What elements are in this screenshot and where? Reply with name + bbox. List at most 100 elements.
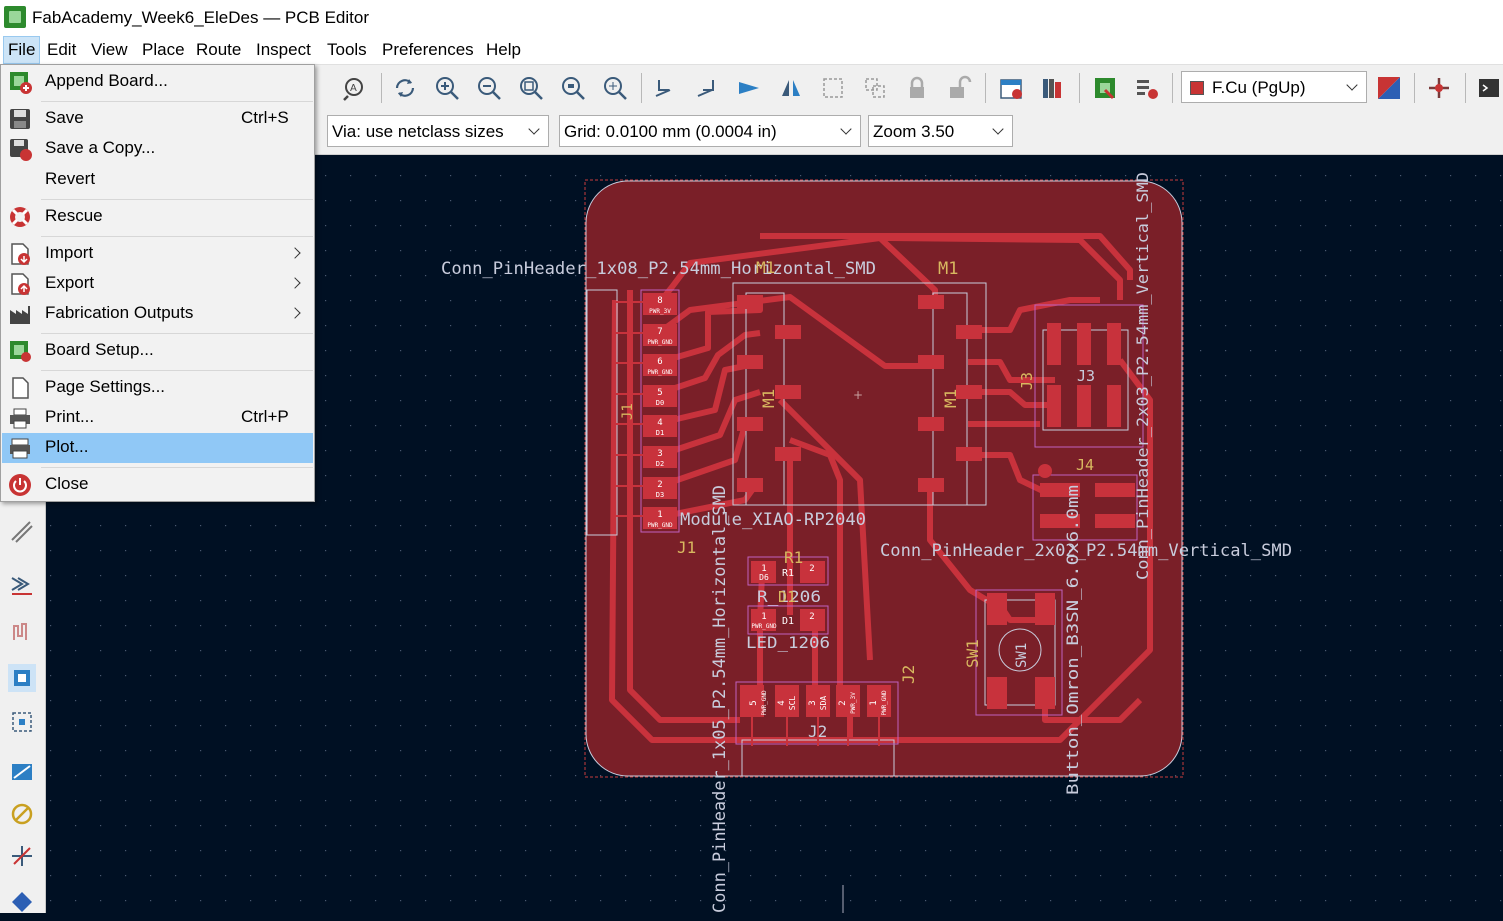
menu-item-print[interactable]: Print... Ctrl+P bbox=[2, 403, 313, 433]
menu-item-label: Fabrication Outputs bbox=[45, 303, 194, 322]
layer-pair-icon[interactable] bbox=[1375, 74, 1403, 102]
menu-item-label: Import bbox=[45, 243, 94, 262]
j2-pin-num: 5 bbox=[749, 700, 759, 705]
j1-pin-net: D0 bbox=[656, 399, 664, 407]
menu-item-save[interactable]: Save Ctrl+S bbox=[2, 104, 313, 134]
d1-pad-num: 2 bbox=[809, 612, 814, 622]
menu-item-page-settings[interactable]: Page Settings... bbox=[2, 373, 313, 403]
j1-pin-num: 5 bbox=[657, 388, 662, 398]
j2-pin-net: SCL bbox=[788, 696, 797, 711]
rotate-cw-icon[interactable] bbox=[693, 74, 721, 102]
menu-item-save-copy[interactable]: Save a Copy... bbox=[2, 134, 313, 164]
sw1-ref-label-b: SW1 bbox=[1014, 643, 1030, 668]
tune-skew-icon[interactable] bbox=[8, 616, 36, 644]
menu-item-append-board[interactable]: Append Board... bbox=[2, 67, 313, 97]
footprint-library-icon[interactable] bbox=[1039, 74, 1067, 102]
layer-color-swatch bbox=[1190, 81, 1204, 95]
menu-item-board-setup[interactable]: Board Setup... bbox=[2, 336, 313, 366]
r1-pad-net: D6 bbox=[759, 573, 769, 582]
route-tracks-icon[interactable] bbox=[1425, 74, 1453, 102]
rotate-ccw-icon[interactable] bbox=[651, 74, 679, 102]
connector-pads bbox=[987, 323, 1135, 709]
r1-body-label: R1 bbox=[782, 568, 794, 579]
chevron-right-icon bbox=[289, 307, 301, 319]
menu-inspect[interactable]: Inspect bbox=[256, 40, 311, 59]
d1-ref-label: D1 bbox=[778, 588, 796, 606]
r1-ref-label: R1 bbox=[784, 548, 803, 567]
grid-select[interactable]: Grid: 0.0100 mm (0.0004 in) bbox=[559, 115, 861, 147]
j4-value-label: Conn_PinHeader_2x02_P2.54mm_Vertical_SMD bbox=[880, 541, 1292, 561]
menu-item-label: Revert bbox=[45, 169, 96, 188]
menu-item-close[interactable]: Close bbox=[2, 470, 313, 500]
window-title: FabAcademy_Week6_EleDes — PCB Editor bbox=[32, 8, 370, 27]
ungroup-icon[interactable] bbox=[861, 74, 889, 102]
chevron-down-icon bbox=[1346, 79, 1358, 91]
menu-item-import[interactable]: Import bbox=[2, 239, 313, 269]
page-settings-icon bbox=[8, 376, 32, 400]
menu-item-label: Rescue bbox=[45, 206, 103, 225]
menu-file[interactable]: File bbox=[3, 36, 41, 64]
j1-pin-num: 7 bbox=[657, 327, 662, 337]
menu-item-label: Append Board... bbox=[45, 71, 168, 90]
menu-item-label: Page Settings... bbox=[45, 377, 166, 396]
menu-item-export[interactable]: Export bbox=[2, 269, 313, 299]
drc-icon[interactable] bbox=[1133, 74, 1161, 102]
menu-edit[interactable]: Edit bbox=[47, 40, 77, 59]
zoom-value: Zoom 3.50 bbox=[873, 122, 955, 141]
menu-item-fabrication-outputs[interactable]: Fabrication Outputs bbox=[2, 299, 313, 329]
chevron-right-icon bbox=[289, 277, 301, 289]
tune-length-icon[interactable] bbox=[8, 570, 36, 598]
find-icon[interactable]: A bbox=[341, 74, 369, 102]
menu-help[interactable]: Help bbox=[486, 40, 521, 59]
j1-pin-net: D1 bbox=[656, 429, 664, 437]
j1-pin-net: PWR_GND bbox=[647, 339, 673, 346]
file-menu-dropdown: Append Board... Save Ctrl+S Save a Copy.… bbox=[0, 64, 315, 502]
add-line-icon[interactable] bbox=[8, 842, 36, 870]
zoom-select[interactable]: Zoom 3.50 bbox=[868, 115, 1013, 147]
scripting-console-icon[interactable] bbox=[1475, 74, 1503, 102]
add-arc-icon[interactable] bbox=[8, 888, 36, 916]
menu-place[interactable]: Place bbox=[142, 40, 185, 59]
grid-value: Grid: 0.0100 mm (0.0004 in) bbox=[564, 122, 777, 141]
chevron-down-icon bbox=[840, 123, 852, 135]
add-zone-icon[interactable] bbox=[8, 708, 36, 736]
via-size-select[interactable]: Via: use netclass sizes bbox=[327, 115, 549, 147]
layer-select[interactable]: F.Cu (PgUp) bbox=[1181, 71, 1367, 103]
board-setup-icon bbox=[8, 339, 32, 363]
zoom-out-icon[interactable] bbox=[475, 74, 503, 102]
menu-item-revert[interactable]: Revert bbox=[2, 165, 313, 195]
sw1-value-label: Button_Omron_B3SN_6.0x6.0mm bbox=[1063, 485, 1082, 795]
menu-item-label: Save bbox=[45, 108, 84, 127]
zoom-selection-icon[interactable] bbox=[601, 74, 629, 102]
redraw-icon[interactable] bbox=[391, 74, 419, 102]
group-icon[interactable] bbox=[819, 74, 847, 102]
mirror-icon[interactable] bbox=[777, 74, 805, 102]
add-rule-area-icon[interactable] bbox=[8, 758, 36, 786]
layer-select-value: F.Cu (PgUp) bbox=[1212, 78, 1306, 97]
menu-preferences[interactable]: Preferences bbox=[382, 40, 474, 59]
lock-icon[interactable] bbox=[903, 74, 931, 102]
zoom-fit-icon[interactable] bbox=[517, 74, 545, 102]
zoom-in-icon[interactable] bbox=[433, 74, 461, 102]
zoom-objects-icon[interactable] bbox=[559, 74, 587, 102]
unlock-icon[interactable] bbox=[945, 74, 973, 102]
j1-pin-net: D2 bbox=[656, 460, 664, 468]
m1-pads bbox=[737, 295, 982, 492]
m1-ref-label-c: M1 bbox=[759, 389, 778, 408]
route-diff-pair-icon[interactable] bbox=[8, 518, 36, 546]
update-pcb-icon[interactable] bbox=[1091, 74, 1119, 102]
menu-route[interactable]: Route bbox=[196, 40, 242, 59]
add-via-icon[interactable] bbox=[8, 664, 36, 692]
j2-pin-net: PWR_GND bbox=[761, 690, 768, 716]
menu-tools[interactable]: Tools bbox=[327, 40, 367, 59]
footprint-labels: Conn_PinHeader_1x08_P2.54mm_Horizontal_S… bbox=[441, 172, 1292, 913]
pcb-canvas[interactable]: 8 PWR_3V 7 PWR_GND 6 PWR_GND 5 D0 4 D1 3… bbox=[46, 155, 1503, 913]
menu-item-rescue[interactable]: Rescue bbox=[2, 202, 313, 232]
flip-icon[interactable] bbox=[735, 74, 763, 102]
keepout-icon[interactable] bbox=[8, 800, 36, 828]
j2-value-label: Conn_PinHeader_1x05_P2.54mm_Horizontal_S… bbox=[710, 485, 730, 913]
menu-item-plot[interactable]: Plot... bbox=[2, 433, 313, 463]
menu-view[interactable]: View bbox=[91, 40, 128, 59]
footprint-editor-icon[interactable] bbox=[997, 74, 1025, 102]
j1-pin-num: 2 bbox=[657, 480, 662, 490]
